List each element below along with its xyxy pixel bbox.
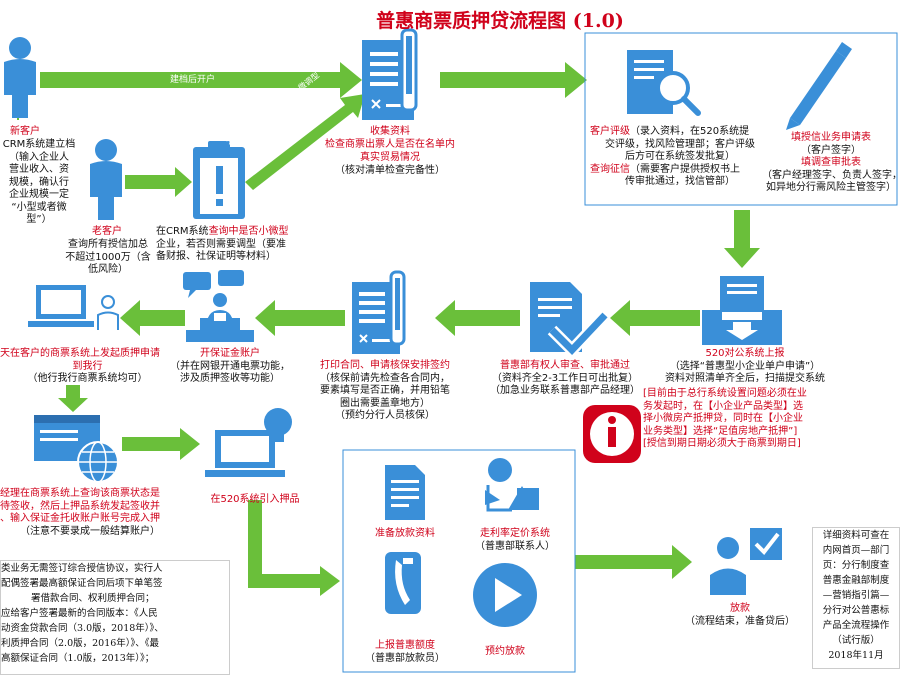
prepare-label: 准备放款资料 xyxy=(375,528,435,539)
arrow-collect-to-rating xyxy=(440,62,587,98)
laptop-user-icon xyxy=(28,285,119,330)
person-icon xyxy=(4,37,36,118)
inbox-tray-icon xyxy=(702,276,782,345)
collect-note: （核对清单检查完备性） xyxy=(335,165,445,176)
person-dollar-icon xyxy=(485,458,539,512)
arrow-approval-to-contract xyxy=(435,300,520,336)
contract-text: 打印合同、申请核保安排签约 （核保前请先检查各合同内， 要素填写是否正确，并用铅… xyxy=(320,360,450,421)
verify-text: 经理在商票系统上查询该商票状态是 待签收，然后上押品系统发起签收并 、输入保证金… xyxy=(0,488,160,537)
arrow-verify-to-import xyxy=(122,428,200,460)
info-alert-icon xyxy=(583,405,641,463)
document-pen-icon xyxy=(352,270,406,354)
note-left-box: 类业务无需签订综合授信协议，实行人 配偶签署最高额保证合同后项下单笔签 署借款合… xyxy=(0,560,230,675)
report-note: （普惠部放款员） xyxy=(365,653,445,664)
person-check-icon xyxy=(710,528,782,595)
arrow-group-to-loan xyxy=(575,545,692,579)
old-customer-label: 老客户 xyxy=(92,226,122,237)
browser-globe-icon xyxy=(34,415,119,483)
document-icon xyxy=(385,465,425,520)
application-text: 填授信业务申请表 （客户签字） 填调查审批表 （客户经理签字、负责人签字， 如异… xyxy=(762,132,900,193)
crm-query-text: 在CRM系统查询中是否小微型 企业，若否则需要调型（要准 备财报、社保证明等材料… xyxy=(156,226,289,262)
pricing-note: （普惠部联系人） xyxy=(475,541,555,552)
meeting-icon xyxy=(183,270,254,342)
pledge-text: 天在客户的商票系统上发起质押申请 到我行 （他行我行商票系统均可） xyxy=(0,348,160,384)
laptop-bulb-icon xyxy=(205,408,292,477)
loan-label: 放款 xyxy=(730,603,750,614)
arrow-new-to-collect xyxy=(40,62,362,98)
note-right-box: 详细资料可查在 内网首页—部门 页：分行制度查 普惠金融部制度 —营销指引篇— … xyxy=(812,527,900,669)
new-customer-desc: CRM系统建立档 （输入企业人 营业收入、资 规模，确认行 企业规模一定 “小型… xyxy=(2,139,76,225)
new-customer-label: 新客户 xyxy=(10,126,40,137)
rating-box xyxy=(584,32,898,206)
deposit-text: 开保证金账户 （并在网银开通电票功能， 涉及质押签收等功能） xyxy=(170,348,290,384)
document-search-icon xyxy=(627,50,701,116)
disburse-group-box xyxy=(342,449,576,673)
arrow-rating-to-upload xyxy=(724,210,760,268)
page-title: 普惠商票质押贷流程图 (1.0) xyxy=(376,10,624,32)
phone-icon xyxy=(385,552,421,614)
person-icon xyxy=(90,139,122,220)
loan-desc: （流程结束，准备贷后） xyxy=(685,616,795,627)
document-pen-icon xyxy=(362,28,418,120)
collect-label: 收集资料 xyxy=(370,126,410,137)
rating-text: 客户评级（录入资料，在520系统提 交评级，找风险管理部；客户评级 后方可在系统… xyxy=(590,126,755,187)
pencil-icon xyxy=(786,42,852,130)
reserve-label: 预约放款 xyxy=(485,646,525,657)
import520-label: 在520系统引入押品 xyxy=(210,494,300,505)
approval-text: 普惠部有权人审查、审批通过 （资料齐全2-3工作日可出批复） （加急业务联系普惠… xyxy=(490,360,640,396)
play-icon xyxy=(473,563,537,627)
arrow-deposit-to-pledge xyxy=(120,300,185,336)
collect-desc-2: 真实贸易情况 xyxy=(360,152,420,163)
arrow-contract-to-deposit xyxy=(255,300,345,336)
arrow-import-to-group xyxy=(248,500,340,596)
arrow-upload-to-approval xyxy=(610,300,700,336)
arrow-pledge-to-verify xyxy=(58,385,88,412)
upload520-text: 520对公系统上报 （选择“普惠型小企业单户申请”） 资料对照清单齐全后，扫描提… xyxy=(665,348,825,384)
pricing-label: 走利率定价系统 xyxy=(480,528,550,539)
flow-arrows xyxy=(40,62,760,596)
warning-text: [目前由于总行系统设置问题必须在业 务发起时，在【小企业产品类型】选 择小微房产… xyxy=(643,388,807,449)
old-customer-desc: 查询所有授信加总 不超过1000万（含 低风险） xyxy=(65,239,151,275)
arrow-old-to-crm xyxy=(125,167,192,197)
collect-desc-1: 检查商票出票人是否在名单内 xyxy=(325,139,455,150)
arrow-crm-to-collect xyxy=(245,94,365,190)
clipboard-alert-icon xyxy=(193,141,245,219)
document-check-icon xyxy=(530,282,610,359)
arrow-label-after-open: 建档后开户 xyxy=(170,75,216,85)
report-label: 上报普惠额度 xyxy=(375,640,435,651)
